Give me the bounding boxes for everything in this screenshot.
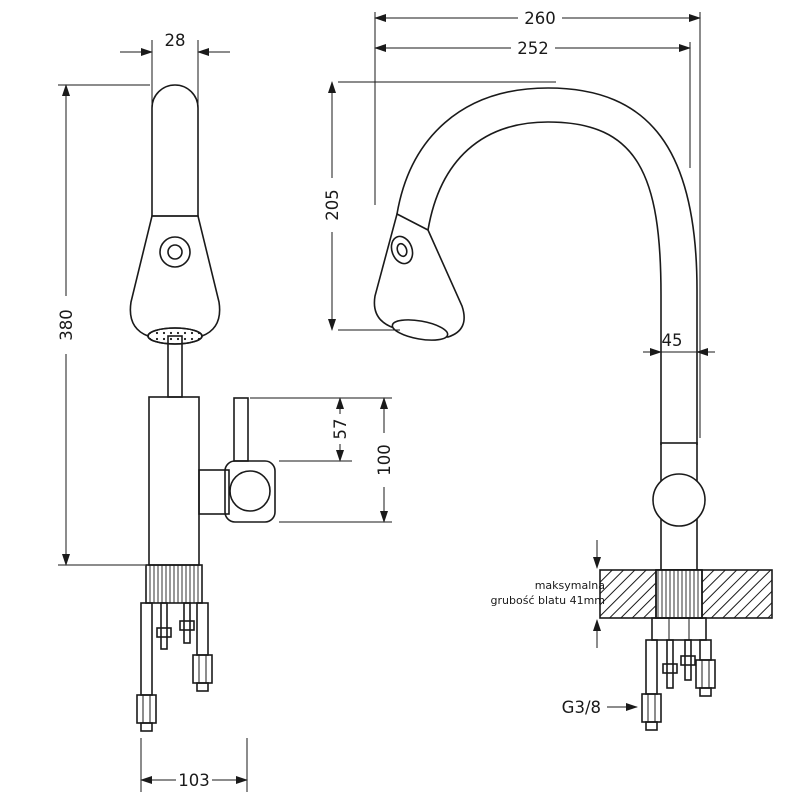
stud-right-nut xyxy=(179,620,195,631)
spray-button-outer xyxy=(159,236,191,268)
stud-left-nut xyxy=(156,627,172,638)
side-hose-left-nut xyxy=(641,693,662,723)
dim-label-spout-height: 205 xyxy=(323,189,342,221)
dim-label-base-width: 103 xyxy=(178,771,210,790)
side-hose-right-nut xyxy=(695,659,716,689)
dim-spout-reach: 252 xyxy=(374,38,691,168)
hose-left-tip xyxy=(140,722,153,732)
thread-size-callout: G3/8 xyxy=(562,698,638,717)
spout-outer-curve xyxy=(396,87,698,445)
dim-label-body-width: 45 xyxy=(662,331,683,350)
hose-left xyxy=(140,602,153,696)
handle-lever xyxy=(233,397,249,462)
dim-spout-diameter: 28 xyxy=(120,31,230,104)
spray-head-cone xyxy=(129,215,221,337)
side-view xyxy=(373,87,706,571)
thread-size-label: G3/8 xyxy=(562,698,601,717)
spray-button-inner xyxy=(167,244,183,260)
side-stud-right xyxy=(684,639,692,681)
side-spray-button-outer xyxy=(390,235,414,265)
dim-label-spout-reach: 252 xyxy=(517,39,549,58)
handle-connector xyxy=(198,469,230,515)
stud-right xyxy=(183,602,191,644)
dim-label-lever-height: 57 xyxy=(331,419,350,440)
label-mask xyxy=(323,178,341,232)
spout-inner-curve xyxy=(427,121,662,445)
hose-right-tip xyxy=(196,682,209,692)
counter-note-line2: grubość blatu 41mm xyxy=(491,594,605,607)
dim-handle-height: 100 xyxy=(279,397,394,523)
ball-joint xyxy=(652,473,706,527)
side-hardware xyxy=(641,617,716,731)
riser-pipe xyxy=(167,335,183,398)
side-spray-cone xyxy=(373,212,465,338)
counter-note-line1: maksymalna xyxy=(535,579,605,592)
side-stud-right-nut xyxy=(680,655,696,666)
dim-label-spout-diameter: 28 xyxy=(165,31,186,50)
dim-overall-depth: 260 xyxy=(374,8,701,438)
dim-lever-height: 57 xyxy=(250,397,392,462)
label-mask xyxy=(375,433,393,487)
dim-base-width: 103 xyxy=(140,738,248,792)
side-hose-left-tip xyxy=(645,721,658,731)
mounting-shank xyxy=(145,564,203,604)
dim-total-height: 380 xyxy=(57,84,150,566)
spout-tube xyxy=(151,84,199,217)
dim-spout-height: 205 xyxy=(323,81,556,331)
dim-label-handle-height: 100 xyxy=(375,444,394,476)
locknut xyxy=(651,617,707,641)
shank-through-counter xyxy=(655,569,703,619)
hose-right xyxy=(196,602,209,656)
label-mask xyxy=(511,38,555,58)
label-mask xyxy=(176,770,212,790)
dim-label-total-height: 380 xyxy=(57,309,76,341)
stud-left xyxy=(160,602,168,650)
label-mask xyxy=(518,8,562,28)
dim-body-width: 45 xyxy=(643,331,715,438)
side-hose-left xyxy=(645,639,658,695)
hose-right-nut xyxy=(192,654,213,684)
label-mask xyxy=(57,296,75,354)
side-aerator-face xyxy=(391,319,449,341)
dim-label-overall-depth: 260 xyxy=(524,9,556,28)
handle-body xyxy=(224,460,276,523)
handle-hub xyxy=(229,470,271,512)
side-spray-button-inner xyxy=(396,242,408,258)
side-hose-right xyxy=(699,639,712,661)
body-column xyxy=(148,396,200,566)
label-mask xyxy=(331,414,349,444)
side-hose-right-tip xyxy=(699,687,712,697)
side-stud-left-nut xyxy=(662,663,678,674)
front-view xyxy=(129,84,276,732)
countertop: maksymalna grubość blatu 41mm xyxy=(491,540,773,648)
hose-left-nut xyxy=(136,694,157,724)
